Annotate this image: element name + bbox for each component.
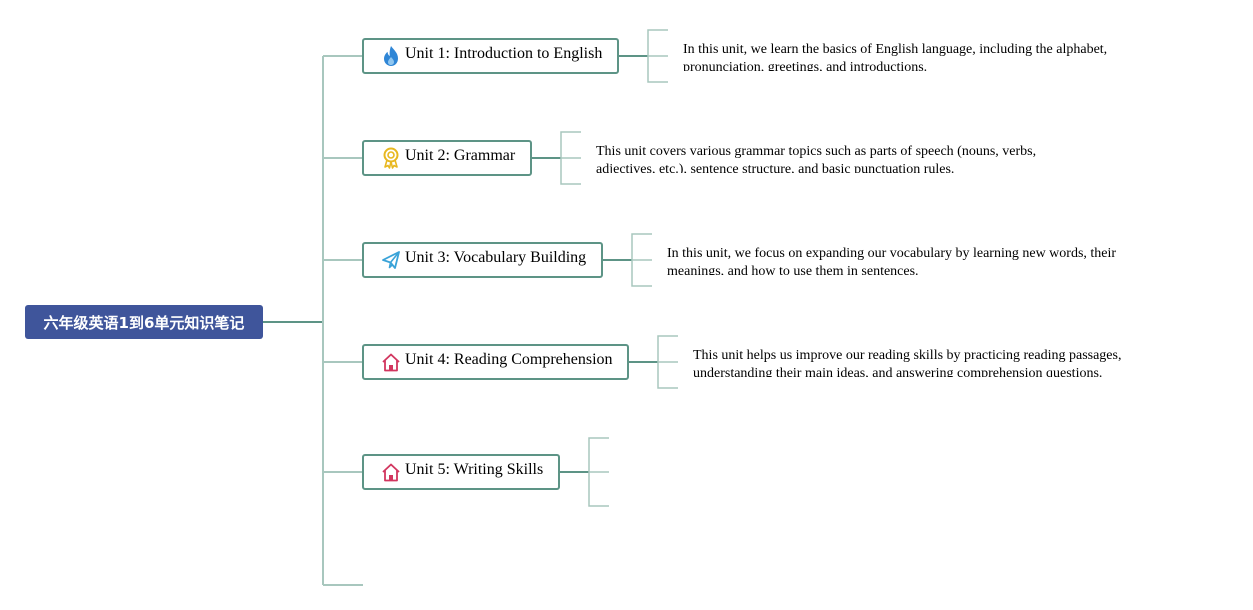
paper-plane-icon (380, 249, 402, 271)
unit-5-description (625, 457, 1075, 487)
unit-1-description: In this unit, we learn the basics of Eng… (683, 42, 1108, 71)
detail-bracket-5 (588, 437, 609, 507)
detail-bracket-3 (631, 233, 652, 287)
detail-bracket-2 (560, 131, 581, 185)
award-ribbon-icon (380, 147, 402, 169)
detail-bracket-1 (647, 29, 668, 83)
unit-2-description: This unit covers various grammar topics … (596, 144, 1037, 173)
root-topic[interactable]: 六年级英语1到6单元知识笔记 (25, 305, 263, 339)
flame-icon (380, 45, 402, 67)
home-icon (380, 461, 402, 483)
unit-3-label: Unit 3: Vocabulary Building (405, 249, 587, 266)
home-icon (380, 351, 402, 373)
unit-1-label: Unit 1: Introduction to English (405, 45, 603, 62)
unit-3-description: In this unit, we focus on expanding our … (667, 246, 1117, 275)
topic-unit-2[interactable]: Unit 2: Grammar (362, 140, 532, 176)
unit-4-label: Unit 4: Reading Comprehension (405, 351, 613, 368)
topic-unit-4[interactable]: Unit 4: Reading Comprehension (362, 344, 629, 380)
topic-unit-5[interactable]: Unit 5: Writing Skills (362, 454, 560, 490)
root-title: 六年级英语1到6单元知识笔记 (43, 313, 245, 332)
topic-unit-1[interactable]: Unit 1: Introduction to English (362, 38, 619, 74)
detail-bracket-4 (657, 335, 678, 389)
unit-2-label: Unit 2: Grammar (405, 147, 516, 164)
unit-5-label: Unit 5: Writing Skills (405, 461, 544, 478)
unit-4-description: This unit helps us improve our reading s… (693, 348, 1122, 377)
topic-unit-3[interactable]: Unit 3: Vocabulary Building (362, 242, 603, 278)
